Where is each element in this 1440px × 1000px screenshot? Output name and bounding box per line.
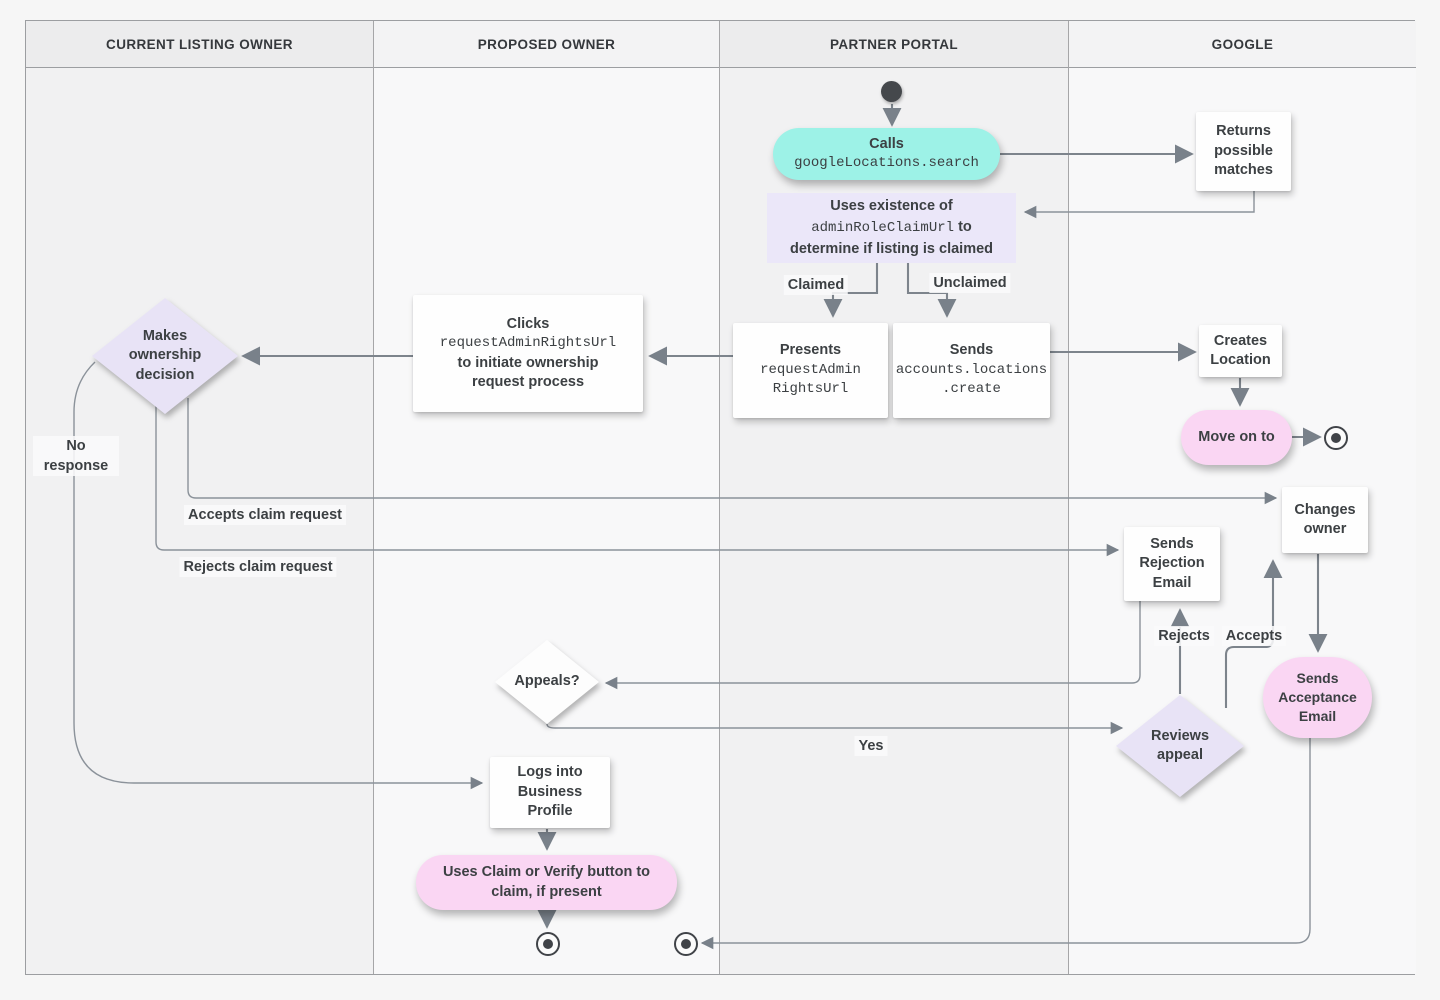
calls-google-locations-search-node: Calls googleLocations.search [773,128,1000,180]
node-code: requestAdmin [760,361,861,378]
node-line: Uses existence of [830,198,953,214]
node-label: Changes owner [1294,501,1356,538]
edge-label-claimed: Claimed [783,275,849,295]
presents-request-admin-rights-url-node: Presents requestAdmin RightsUrl [733,323,888,418]
node-label: Makes ownership decision [128,327,202,383]
node-label: Returns possible matches [1214,123,1273,179]
node-label: Reviews appeal [1150,727,1210,764]
start-node [881,81,902,102]
node-code: .create [942,381,1001,398]
node-label: Creates Location [1210,332,1271,369]
move-on-to-node: Move on to [1181,410,1292,465]
edge-label-no-response: No response [33,436,119,476]
sends-rejection-email-node: Sends Rejection Email [1124,527,1220,601]
lane-header-google: GOOGLE [1069,21,1416,68]
end-node-partner-portal [674,932,698,956]
edge-label-unclaimed: Unclaimed [929,273,1011,293]
node-label: Sends Acceptance Email [1278,670,1357,724]
uses-claim-or-verify-button-node: Uses Claim or Verify button to claim, if… [416,855,677,910]
node-title: Clicks [506,315,550,332]
appeals-decision-node: Appeals? [495,640,599,724]
node-line: adminRoleClaimUrl to [811,219,972,236]
creates-location-node: Creates Location [1199,325,1282,377]
edge-label-yes: Yes [854,736,888,756]
lane-proposed-owner: PROPOSED OWNER [374,21,720,974]
reviews-appeal-node: Reviews appeal [1116,695,1244,797]
node-line: determine if listing is claimed [789,241,994,257]
node-title: Calls [869,135,904,152]
node-code: requestAdminRightsUrl [439,335,617,351]
edge-label-rejects: Rejects [1154,626,1214,646]
edge-label-accepts: Accepts [1221,626,1287,646]
edge-label-rejects-claim-request: Rejects claim request [179,557,337,577]
end-node-proposed-owner [536,932,560,956]
uses-admin-role-claim-url-node: Uses existence of adminRoleClaimUrl to d… [767,193,1016,263]
sends-accounts-locations-create-node: Sends accounts.locations .create [893,323,1050,418]
node-line: to initiate ownership request process [457,354,599,391]
end-node-google [1324,426,1348,450]
node-title: Sends [949,342,994,359]
lane-header-partner-portal: PARTNER PORTAL [720,21,1068,68]
clicks-request-admin-rights-url-node: Clicks requestAdminRightsUrl to initiate… [413,295,643,412]
makes-ownership-decision-node: Makes ownership decision [92,298,238,414]
end-node-dot [681,939,691,949]
logs-into-business-profile-node: Logs into Business Profile [490,757,610,828]
returns-possible-matches-node: Returns possible matches [1196,112,1291,191]
node-label: Uses Claim or Verify button to claim, if… [442,864,651,900]
edge-label-accepts-claim-request: Accepts claim request [184,505,346,525]
node-code: accounts.locations [895,361,1048,378]
node-title: Presents [779,342,842,359]
lane-header-proposed-owner: PROPOSED OWNER [374,21,719,68]
end-node-dot [1331,433,1341,443]
node-code: googleLocations.search [794,155,979,171]
node-label: Sends Rejection Email [1139,535,1205,591]
node-label: Logs into Business Profile [517,764,583,820]
node-code: RightsUrl [772,381,849,398]
end-node-dot [543,939,553,949]
node-label: Move on to [1198,428,1275,445]
node-code: adminRoleClaimUrl [811,220,955,236]
lane-current-listing-owner: CURRENT LISTING OWNER [26,21,374,974]
changes-owner-node: Changes owner [1282,487,1368,553]
node-label: Appeals? [514,673,580,690]
sends-acceptance-email-node: Sends Acceptance Email [1263,657,1372,738]
lane-header-current-listing-owner: CURRENT LISTING OWNER [26,21,373,68]
